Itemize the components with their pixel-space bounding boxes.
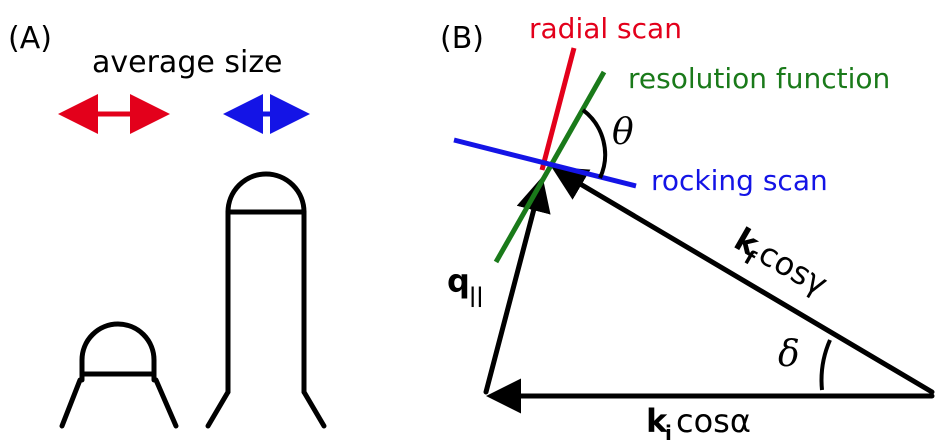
radial-scan-line	[539, 47, 577, 171]
q-parallel-subscript: ||	[469, 283, 484, 307]
delta-angle-arc	[819, 339, 832, 391]
ki-cos-alpha-label: k i cosα	[646, 402, 751, 443]
resolution-function-line	[493, 70, 607, 264]
tall-island-shape	[205, 171, 327, 429]
panel-a: (A) average size	[8, 21, 327, 429]
panel-b: (B) radial scan resolution function rock…	[440, 12, 935, 443]
average-size-caption: average size	[92, 45, 283, 80]
kf-vector-line	[551, 166, 935, 395]
delta-symbol: δ	[778, 334, 800, 375]
rocking-scan-line	[453, 137, 637, 189]
small-island-shape	[59, 321, 179, 429]
resolution-function-label: resolution function	[628, 62, 890, 95]
rocking-scan-label: rocking scan	[651, 164, 828, 197]
theta-symbol: θ	[612, 112, 634, 153]
ki-main: k	[646, 402, 668, 440]
q-parallel-label: q ||	[447, 262, 484, 307]
ki-subscript: i	[665, 421, 672, 443]
ki-cos-alpha-text: cosα	[676, 402, 751, 440]
kf-cos-gamma-label: k f cosγ	[728, 220, 834, 303]
panel-a-label: (A)	[8, 21, 52, 56]
theta-angle-arc	[581, 108, 608, 179]
panel-b-label: (B)	[440, 21, 484, 56]
q-parallel-vector-line	[483, 176, 551, 395]
radial-scan-label: radial scan	[529, 12, 682, 45]
q-parallel-main: q	[447, 262, 470, 300]
scattering-triangle	[483, 166, 935, 414]
